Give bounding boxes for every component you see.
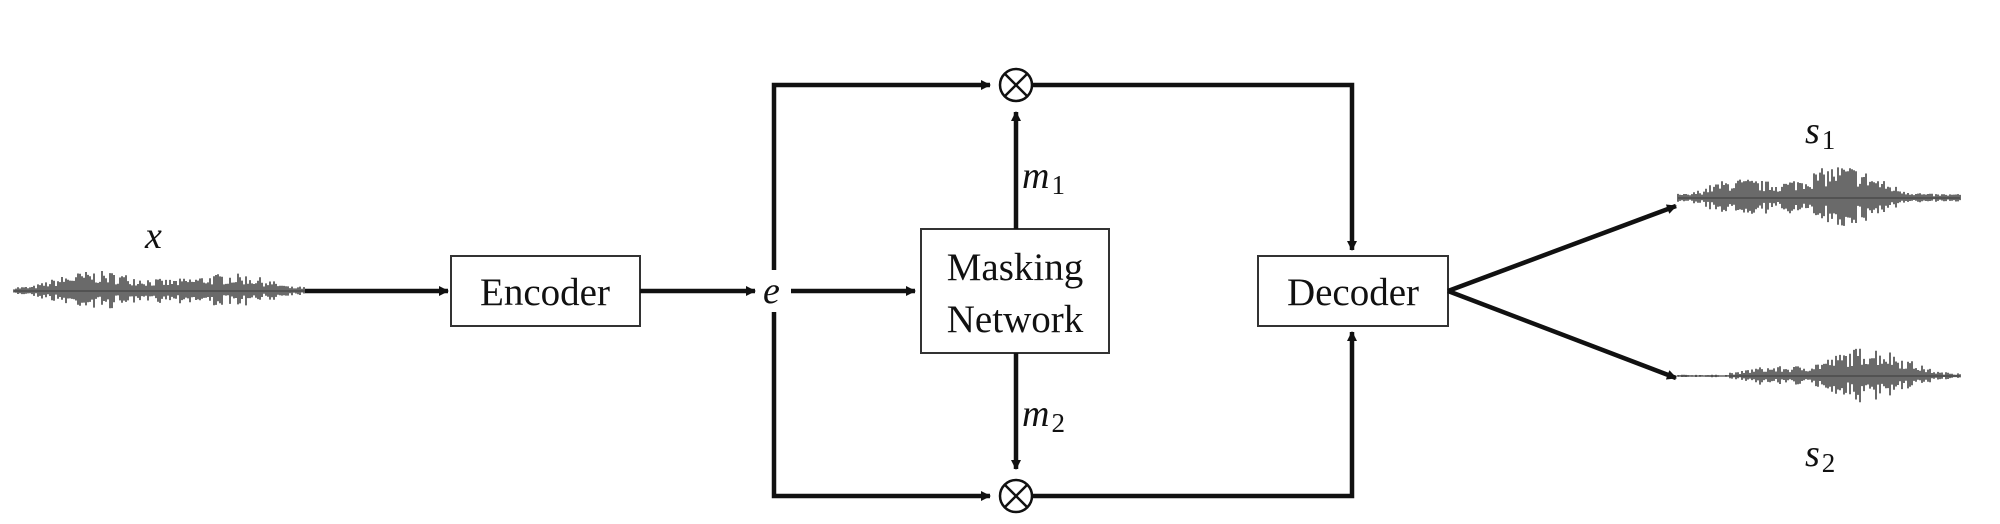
masking-label-line1: Masking bbox=[947, 246, 1084, 289]
e-to-multiplier1-arrow bbox=[771, 80, 991, 270]
multiplier-2 bbox=[998, 478, 1034, 514]
output1-symbol: s1 bbox=[1805, 110, 1835, 155]
multiplier-1 bbox=[998, 67, 1034, 103]
embedding-symbol: e bbox=[763, 270, 780, 312]
input-waveform bbox=[13, 271, 305, 309]
output1-waveform bbox=[1677, 167, 1961, 226]
e-to-multiplier2-arrow bbox=[771, 312, 991, 501]
output2-symbol: s2 bbox=[1805, 433, 1835, 478]
mask1-symbol: m1 bbox=[1022, 155, 1065, 200]
decoder-to-s2-arrow bbox=[1447, 288, 1677, 381]
multiplier2-to-decoder-arrow bbox=[1032, 331, 1357, 499]
multiplier1-to-decoder-arrow bbox=[1032, 82, 1357, 251]
decoder-block: Decoder bbox=[1257, 255, 1449, 327]
input-symbol: x bbox=[144, 215, 162, 257]
masking-network-block: Masking Network bbox=[920, 228, 1110, 354]
decoder-label: Decoder bbox=[1287, 271, 1419, 314]
decoder-to-s1-arrow bbox=[1447, 203, 1677, 294]
masking-label-line2: Network bbox=[947, 298, 1084, 341]
mask2-symbol: m2 bbox=[1022, 393, 1065, 438]
encoder-label: Encoder bbox=[480, 271, 610, 314]
output2-waveform bbox=[1677, 348, 1961, 403]
encoder-block: Encoder bbox=[450, 255, 641, 327]
